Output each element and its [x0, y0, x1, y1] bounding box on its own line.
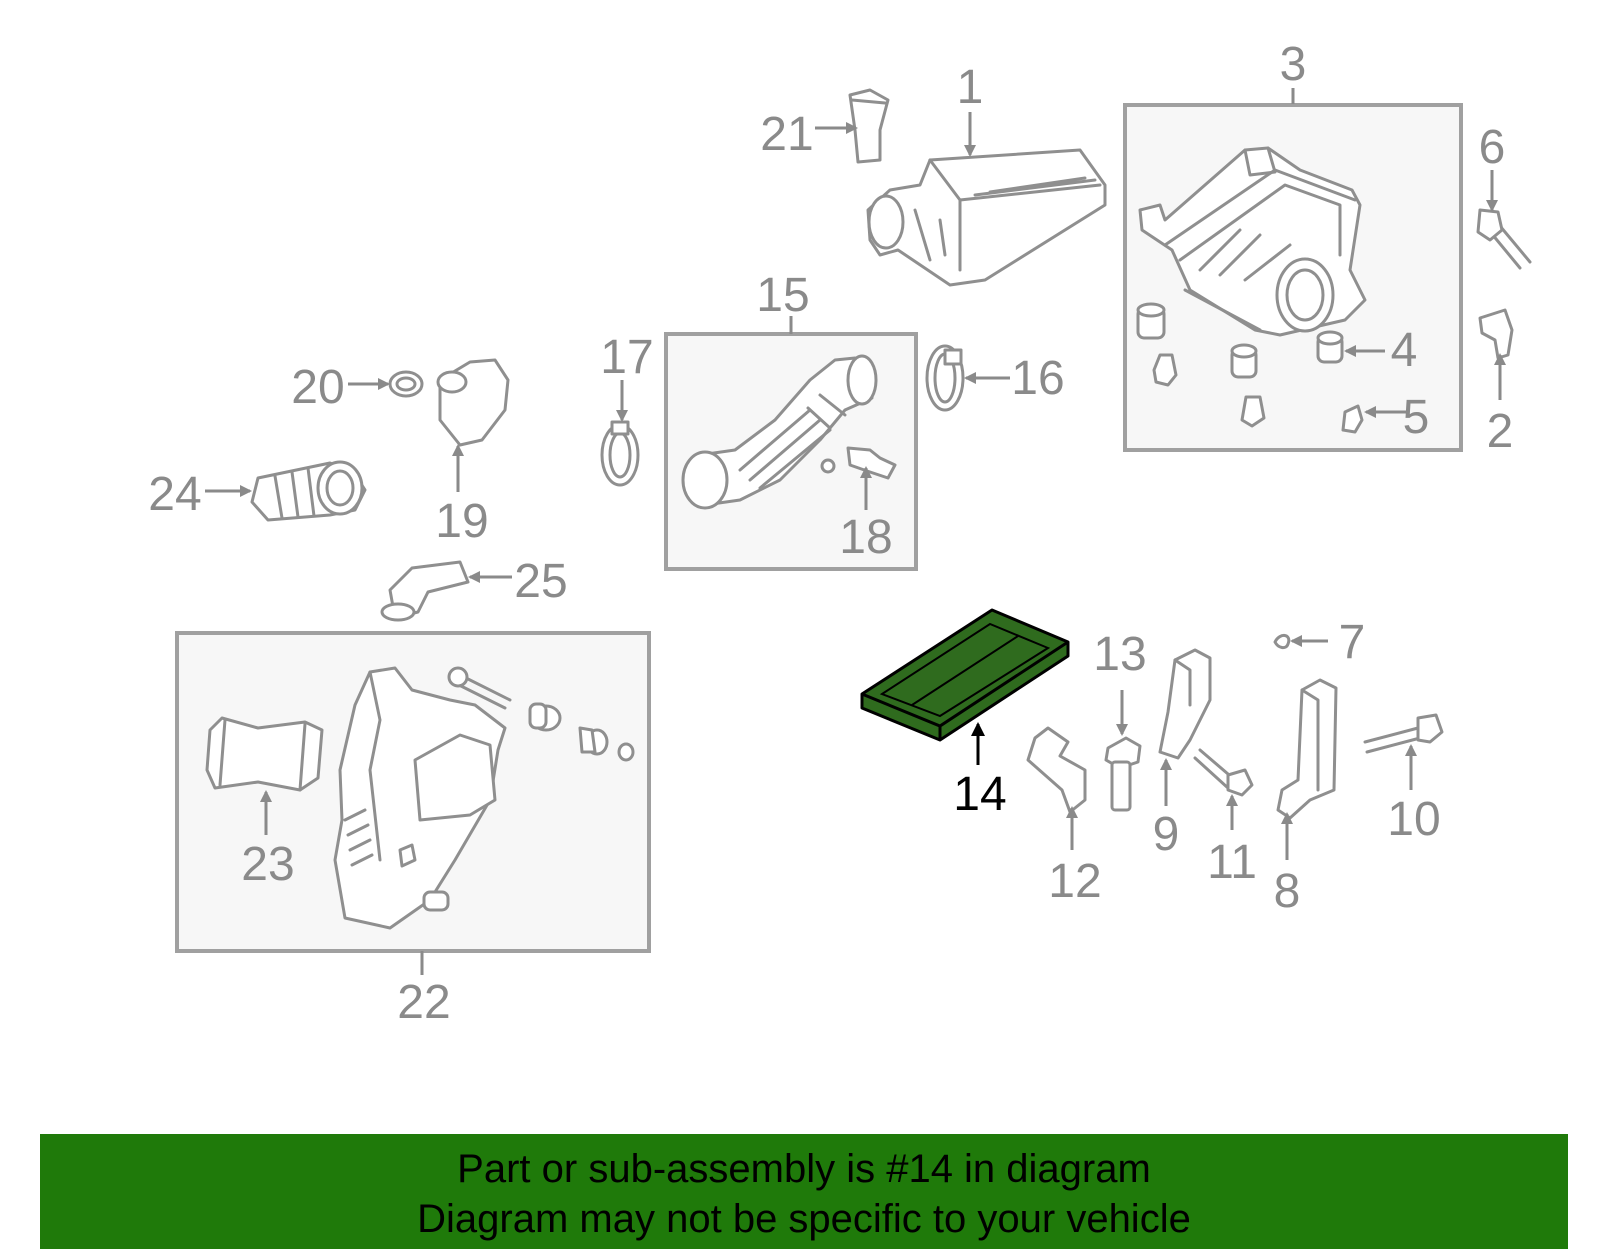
part-13-bolt[interactable] [1104, 736, 1142, 812]
callout-11: 11 [1207, 836, 1257, 889]
grommet-b [1230, 343, 1258, 379]
part-4-grommet[interactable] [1316, 330, 1344, 364]
callout-23: 23 [241, 838, 294, 891]
grommet-a [1136, 302, 1166, 340]
callout-19: 19 [435, 495, 488, 548]
callout-21: 21 [760, 108, 813, 161]
clip-b [1240, 395, 1266, 428]
grommet-22-b [528, 702, 562, 732]
part-15-intake-hose[interactable] [681, 354, 878, 510]
part-10-bolt[interactable] [1363, 713, 1444, 754]
callout-1: 1 [957, 61, 984, 114]
callout-13: 13 [1093, 628, 1146, 681]
part-19-resonator[interactable] [436, 358, 510, 447]
part-9-bracket[interactable] [1158, 648, 1212, 760]
callout-22: 22 [397, 976, 450, 1029]
part-17-clamp[interactable] [600, 420, 640, 487]
part-22-resonator-assembly[interactable] [333, 666, 507, 930]
banner-line-2: Diagram may not be specific to your vehi… [417, 1197, 1191, 1241]
clip-22-c [578, 726, 609, 756]
part-8-bracket[interactable] [1276, 678, 1338, 820]
bolt-22-a [447, 666, 512, 710]
callout-8: 8 [1274, 865, 1301, 918]
callout-3: 3 [1280, 38, 1307, 91]
part-21-duct[interactable] [848, 88, 890, 164]
part-24-bellows[interactable] [250, 460, 367, 522]
callout-6: 6 [1479, 121, 1506, 174]
callout-18: 18 [839, 511, 892, 564]
part-6-bolt[interactable] [1476, 208, 1532, 270]
callout-5: 5 [1403, 391, 1430, 444]
part-23-duct[interactable] [205, 716, 324, 792]
part-3-air-cleaner-case[interactable] [1138, 146, 1367, 337]
callout-2: 2 [1487, 405, 1514, 458]
callout-17: 17 [600, 331, 653, 384]
part-12-bracket[interactable] [1026, 726, 1087, 814]
part-2-clip[interactable] [1478, 308, 1514, 360]
part-20-gasket[interactable] [388, 370, 424, 398]
part-14-air-filter-element[interactable] [860, 608, 1070, 742]
part-1-air-cleaner-cover[interactable] [866, 148, 1107, 287]
part-7-clip[interactable] [1273, 634, 1291, 650]
clip-a [1152, 353, 1178, 387]
callout-10: 10 [1387, 793, 1440, 846]
info-banner: Part or sub-assembly is #14 in diagram D… [40, 1134, 1568, 1249]
callout-9: 9 [1153, 808, 1180, 861]
part-16-clamp[interactable] [925, 344, 965, 412]
callout-24: 24 [148, 468, 201, 521]
part-25-elbow[interactable] [380, 560, 470, 622]
callout-12: 12 [1048, 855, 1101, 908]
callout-14: 14 [953, 768, 1006, 821]
callout-25: 25 [514, 555, 567, 608]
part-5-clip[interactable] [1341, 404, 1364, 434]
callout-20: 20 [291, 361, 344, 414]
part-18-sensor[interactable] [820, 446, 897, 480]
callout-4: 4 [1391, 324, 1418, 377]
part-11-bolt[interactable] [1193, 748, 1254, 797]
callout-7: 7 [1339, 616, 1366, 669]
callout-16: 16 [1011, 352, 1064, 405]
banner-line-1: Part or sub-assembly is #14 in diagram [457, 1147, 1151, 1191]
callout-15: 15 [756, 269, 809, 322]
washer-22-d [617, 742, 635, 762]
